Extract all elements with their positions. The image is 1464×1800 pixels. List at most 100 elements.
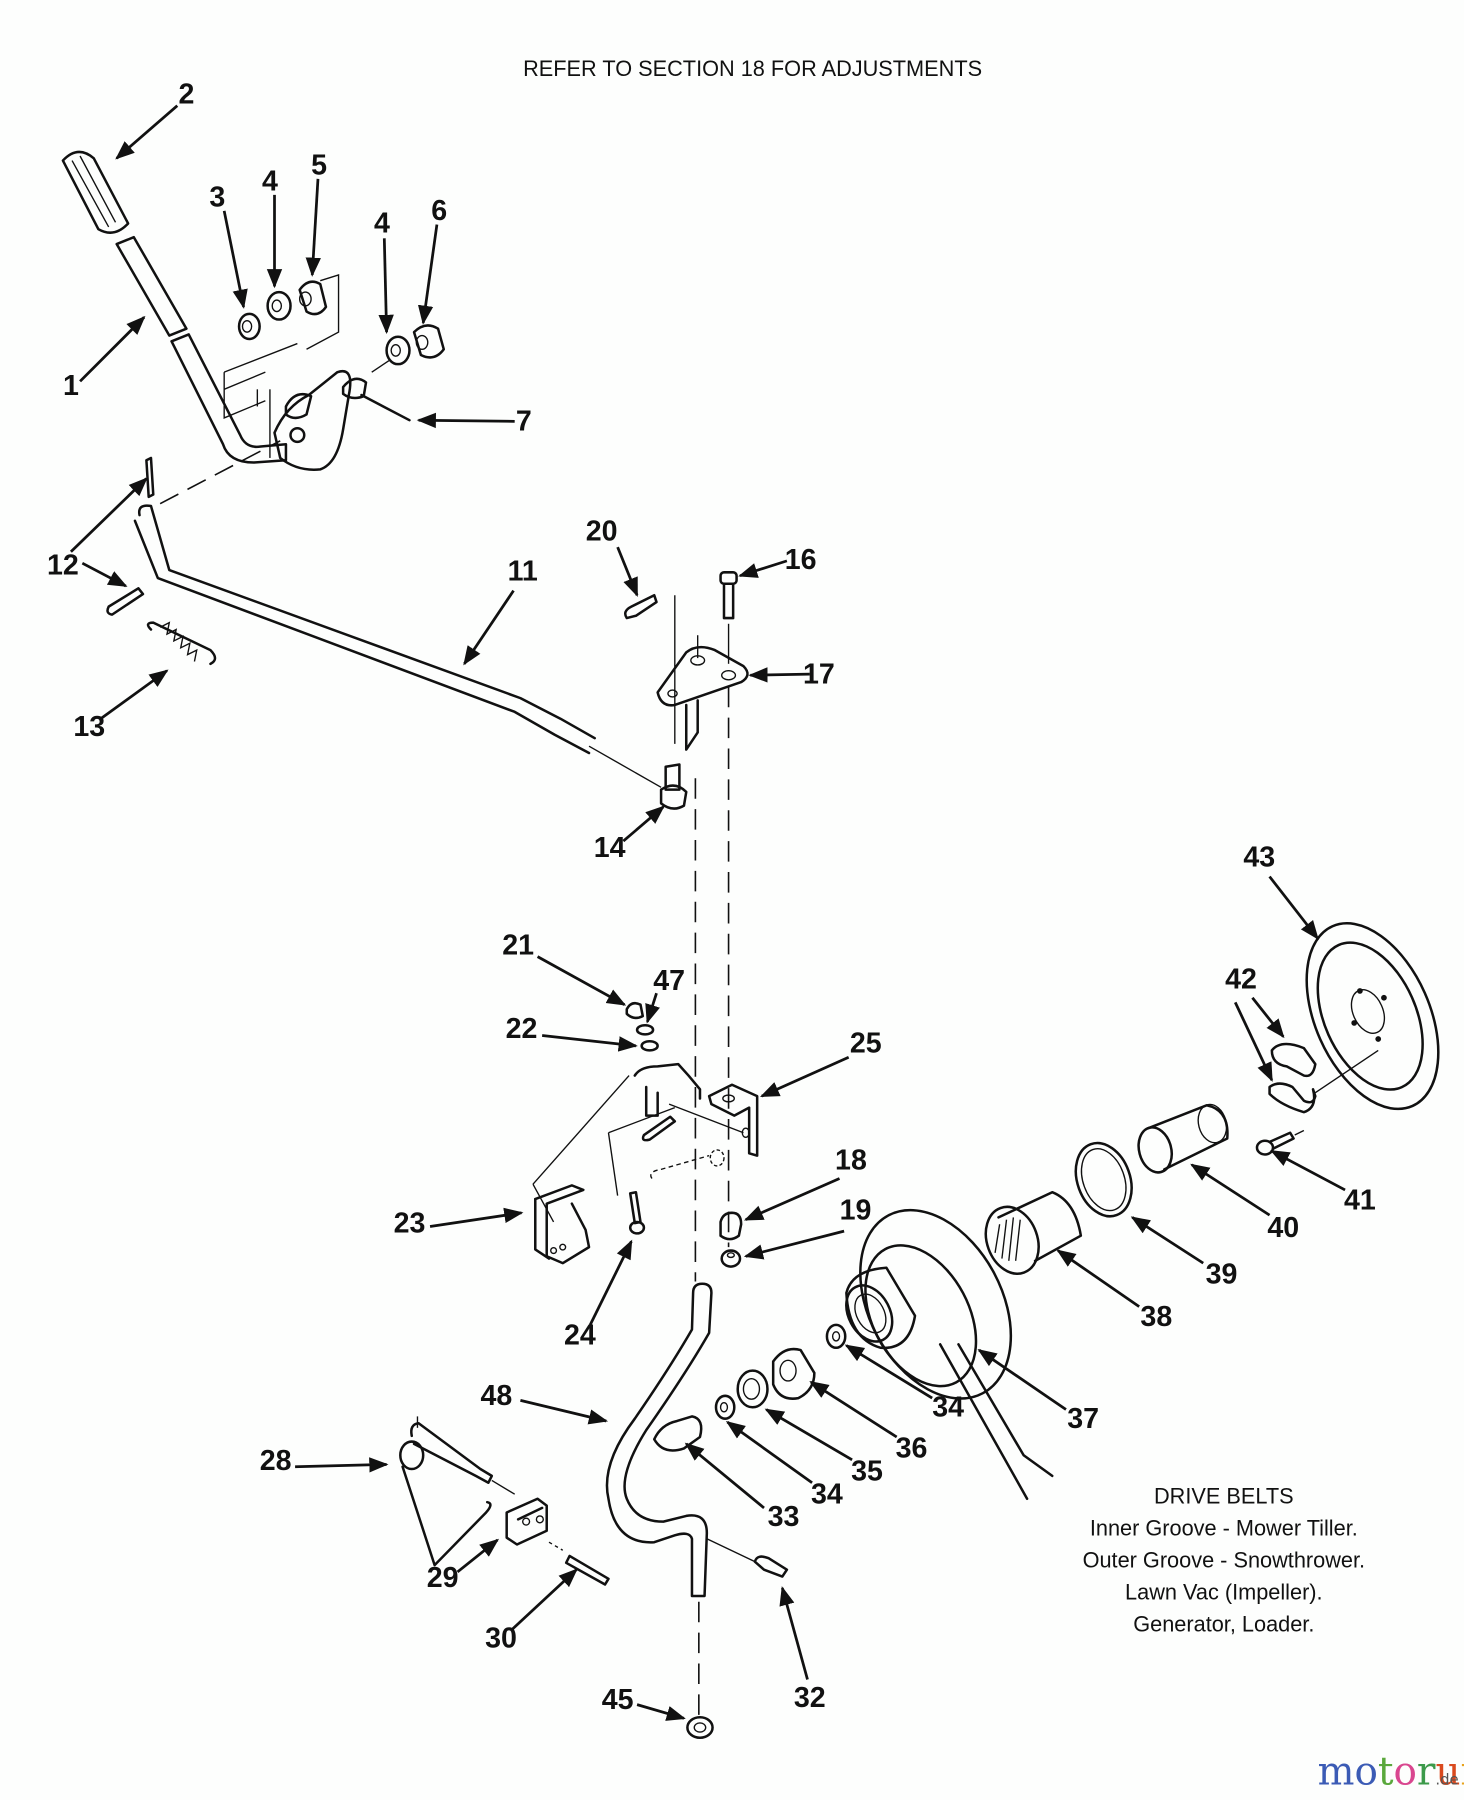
part-number-label: 21	[502, 929, 534, 961]
part-swivel-14	[659, 763, 688, 810]
callout-arrow	[725, 1421, 813, 1484]
part-number-label: 12	[47, 550, 79, 582]
callout-arrow	[743, 1177, 841, 1221]
callout-arrow	[1270, 1149, 1346, 1192]
part-number-label: 7	[516, 405, 532, 437]
part-number-label: 43	[1243, 841, 1275, 873]
part-clevis-29	[505, 1497, 548, 1546]
part-number-label: 25	[850, 1028, 882, 1060]
part-number-label: 45	[602, 1684, 634, 1716]
part-bearing-38	[984, 1190, 1083, 1275]
callout-arrow	[748, 667, 810, 683]
part-bolt-41	[1255, 1129, 1305, 1156]
part-rod	[133, 440, 662, 788]
part-number-label: 28	[260, 1445, 292, 1477]
watermark-letter: u	[1436, 1750, 1461, 1795]
callout-arrow	[1056, 1249, 1140, 1308]
part-bracket-17	[656, 595, 749, 751]
callout-arrow	[463, 589, 515, 666]
part-nuts-18-19	[719, 1211, 743, 1268]
part-number-label: 2	[178, 78, 194, 110]
part-bolt-24	[628, 1190, 646, 1235]
watermark-letter: f	[1461, 1750, 1464, 1795]
part-bracket-23	[534, 1184, 591, 1265]
part-number-label: 14	[594, 832, 626, 864]
callout-arrow	[977, 1348, 1067, 1411]
callout-arrow	[738, 559, 788, 578]
watermark-suffix: .de	[1435, 1771, 1458, 1789]
part-number-label: 47	[653, 965, 685, 997]
callout-arrow	[305, 178, 321, 277]
callout-arrow	[81, 561, 128, 588]
callout-arrow	[684, 1442, 765, 1509]
callout-arrow	[520, 1399, 609, 1425]
callout-arrow	[616, 546, 639, 597]
callout-arrow	[541, 1034, 638, 1052]
callout-arrow	[295, 1457, 389, 1473]
part-number-label: 17	[803, 658, 835, 690]
callout-arrow	[743, 1229, 845, 1260]
part-bracket-25	[532, 1062, 759, 1223]
part-number-label: 24	[564, 1319, 596, 1351]
part-number-label: 35	[851, 1455, 883, 1487]
callout-arrow	[1251, 996, 1285, 1039]
callout-arrow	[759, 1056, 850, 1098]
callout-arrow	[1190, 1163, 1271, 1217]
callout-arrow	[1268, 875, 1319, 940]
part-number-label: 4	[374, 208, 390, 240]
callout-arrow	[809, 1380, 898, 1439]
watermark-letter: o	[1354, 1750, 1377, 1795]
callout-arrow	[417, 224, 439, 325]
part-washers-lower	[371, 324, 446, 373]
drive-belts-note: DRIVE BELTS Inner Groove - Mower Tiller.…	[1083, 1483, 1365, 1636]
part-number-label: 16	[785, 544, 817, 576]
part-number-label: 34	[811, 1478, 843, 1510]
part-pin-30	[548, 1541, 610, 1586]
part-number-label: 29	[427, 1562, 459, 1594]
callout-arrow	[645, 992, 660, 1024]
drive-belts-line: Outer Groove - Snowthrower.	[1083, 1547, 1365, 1572]
callout-arrow	[69, 477, 148, 553]
part-number-label: 5	[311, 149, 327, 181]
watermark-text: motoruf	[1318, 1750, 1464, 1795]
part-number-label: 19	[840, 1195, 872, 1227]
part-number-label: 48	[480, 1380, 512, 1412]
callout-arrow	[779, 1586, 809, 1680]
part-number-label: 42	[1225, 964, 1257, 996]
drive-belts-line: Lawn Vac (Impeller).	[1125, 1579, 1323, 1604]
part-spring	[146, 621, 217, 666]
part-washer-45	[686, 1715, 714, 1740]
callout-arrow	[79, 315, 146, 383]
watermark-letter: t	[1378, 1750, 1394, 1795]
part-number-label: 11	[508, 555, 538, 587]
part-number-label: 23	[394, 1207, 426, 1239]
part-pins	[106, 456, 155, 616]
part-hardware-21-47-22	[625, 1001, 659, 1052]
part-clip-32	[706, 1538, 789, 1578]
part-number-label: 39	[1206, 1259, 1238, 1291]
callout-arrow	[588, 1239, 633, 1326]
part-ring-39	[1074, 1141, 1133, 1218]
callout-arrow	[378, 238, 394, 335]
callout-arrow	[456, 1538, 500, 1574]
part-number-label: 38	[1140, 1301, 1172, 1333]
part-spring-28	[399, 1416, 516, 1567]
callout-arrow	[222, 210, 248, 309]
callout-arrow	[636, 1703, 686, 1721]
callout-arrow	[1130, 1216, 1204, 1265]
watermark-letter: r	[1417, 1750, 1436, 1795]
part-drawings	[61, 150, 1440, 1740]
part-cotter-20	[624, 593, 658, 620]
part-lever	[115, 235, 288, 464]
header-title: REFER TO SECTION 18 FOR ADJUSTMENTS	[523, 56, 982, 81]
part-number-label: 1	[63, 370, 79, 402]
callout-arrow	[99, 669, 169, 720]
part-number-label: 6	[431, 195, 447, 227]
part-pulley-43	[1305, 922, 1440, 1111]
part-number-label: 13	[73, 711, 105, 743]
callout-arrow	[536, 955, 627, 1006]
part-arm-48	[605, 1282, 713, 1717]
callout-arrow	[1234, 1001, 1274, 1082]
callout-arrow	[844, 1344, 933, 1400]
